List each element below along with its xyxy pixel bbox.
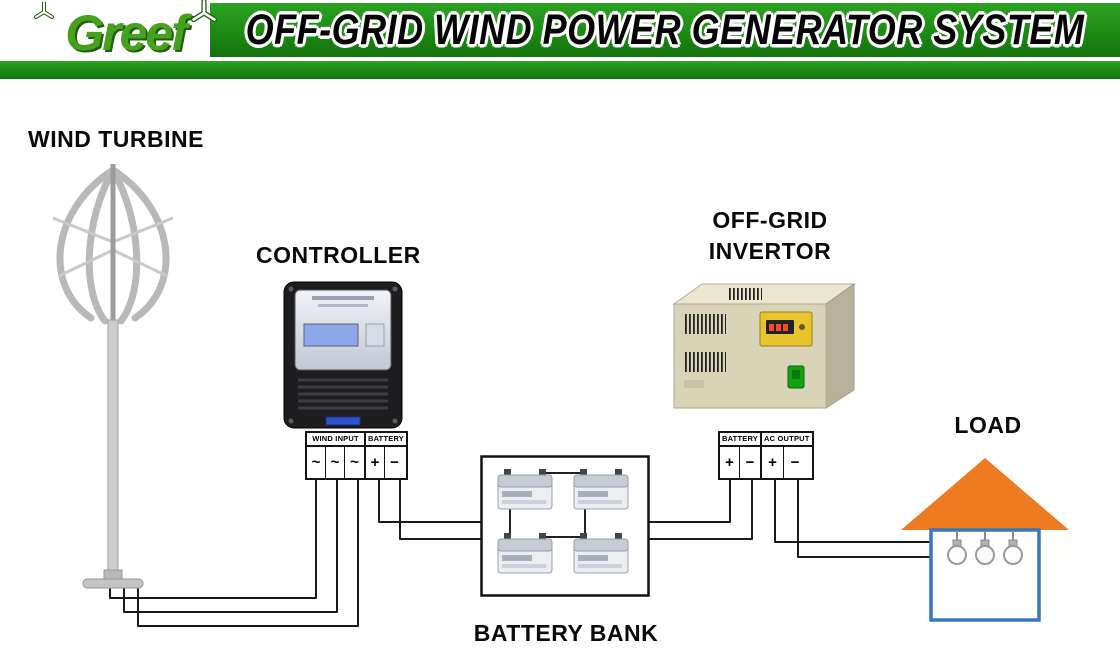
- terminal-battery-plus: +: [366, 447, 385, 478]
- house-load-icon: [901, 458, 1069, 622]
- terminal-ac-minus: −: [784, 447, 806, 478]
- controller-terminal-block: WIND INPUT ~ ~ ~ BATTERY + −: [305, 431, 408, 480]
- terminal-wind-2: ~: [326, 447, 345, 478]
- greef-logo: Greef: [28, 0, 223, 66]
- invertor-label-line2: INVERTOR: [708, 238, 832, 264]
- header-banner: OFF-GRID WIND POWER GENERATOR SYSTEM Gre…: [0, 0, 1120, 85]
- invertor-battery-terminals: + −: [720, 447, 760, 478]
- terminal-symbol: ~: [350, 454, 359, 471]
- house-roof: [901, 458, 1069, 530]
- wind-input-terminals: ~ ~ ~: [307, 447, 364, 478]
- light-bulb-icon: [947, 532, 967, 565]
- greef-logo-text: Greef: [65, 5, 188, 61]
- banner-stripe: [0, 61, 1120, 79]
- controller-label: CONTROLLER: [256, 242, 421, 268]
- invertor-terminal-block: BATTERY + − AC OUTPUT + −: [718, 431, 814, 480]
- wind-turbine-label: WIND TURBINE: [28, 126, 204, 152]
- wind-input-terminal-group: WIND INPUT ~ ~ ~: [305, 431, 366, 480]
- wind-turbine-icon: [34, 2, 54, 19]
- banner-title: OFF-GRID WIND POWER GENERATOR SYSTEM: [245, 5, 1085, 54]
- title-band: OFF-GRID WIND POWER GENERATOR SYSTEM: [210, 3, 1120, 57]
- terminal-battery-plus: +: [720, 447, 740, 478]
- ac-output-terminal-group: AC OUTPUT + −: [762, 431, 814, 480]
- terminal-wind-1: ~: [307, 447, 326, 478]
- terminal-wind-3: ~: [345, 447, 364, 478]
- battery-icon: [497, 469, 629, 574]
- terminal-battery-minus: −: [740, 447, 760, 478]
- invertor-label: OFF-GRID INVERTOR: [655, 205, 885, 267]
- terminal-symbol: ~: [311, 454, 321, 471]
- invertor-battery-terminal-group: BATTERY + −: [718, 431, 762, 480]
- terminal-symbol: −: [390, 454, 399, 471]
- terminal-symbol: −: [745, 454, 755, 471]
- ac-output-terminal-label: AC OUTPUT: [762, 433, 812, 447]
- invertor-device: [672, 283, 856, 409]
- controller-device: [283, 281, 403, 429]
- invertor-battery-terminal-label: BATTERY: [720, 433, 760, 447]
- controller-battery-terminal-label: BATTERY: [366, 433, 406, 447]
- controller-battery-terminals: + −: [366, 447, 406, 478]
- invertor-label-line1: OFF-GRID: [712, 207, 828, 233]
- terminal-symbol: +: [725, 454, 734, 471]
- ac-output-terminals: + −: [762, 447, 812, 478]
- wind-turbine-graphic: [52, 164, 174, 589]
- wind-turbine-icon: [191, 0, 217, 23]
- terminal-ac-plus: +: [762, 447, 784, 478]
- battery-bank-label: BATTERY BANK: [473, 620, 659, 646]
- light-bulb-icon: [975, 532, 995, 565]
- terminal-symbol: +: [768, 454, 777, 471]
- terminal-battery-minus: −: [385, 447, 404, 478]
- wind-input-terminal-label: WIND INPUT: [307, 433, 364, 447]
- light-bulb-icon: [1003, 532, 1023, 565]
- terminal-symbol: ~: [330, 454, 340, 471]
- terminal-symbol: +: [370, 454, 380, 471]
- terminal-symbol: −: [790, 454, 800, 471]
- controller-battery-terminal-group: BATTERY + −: [366, 431, 408, 480]
- battery-bank: [480, 455, 650, 597]
- load-label: LOAD: [954, 412, 1022, 438]
